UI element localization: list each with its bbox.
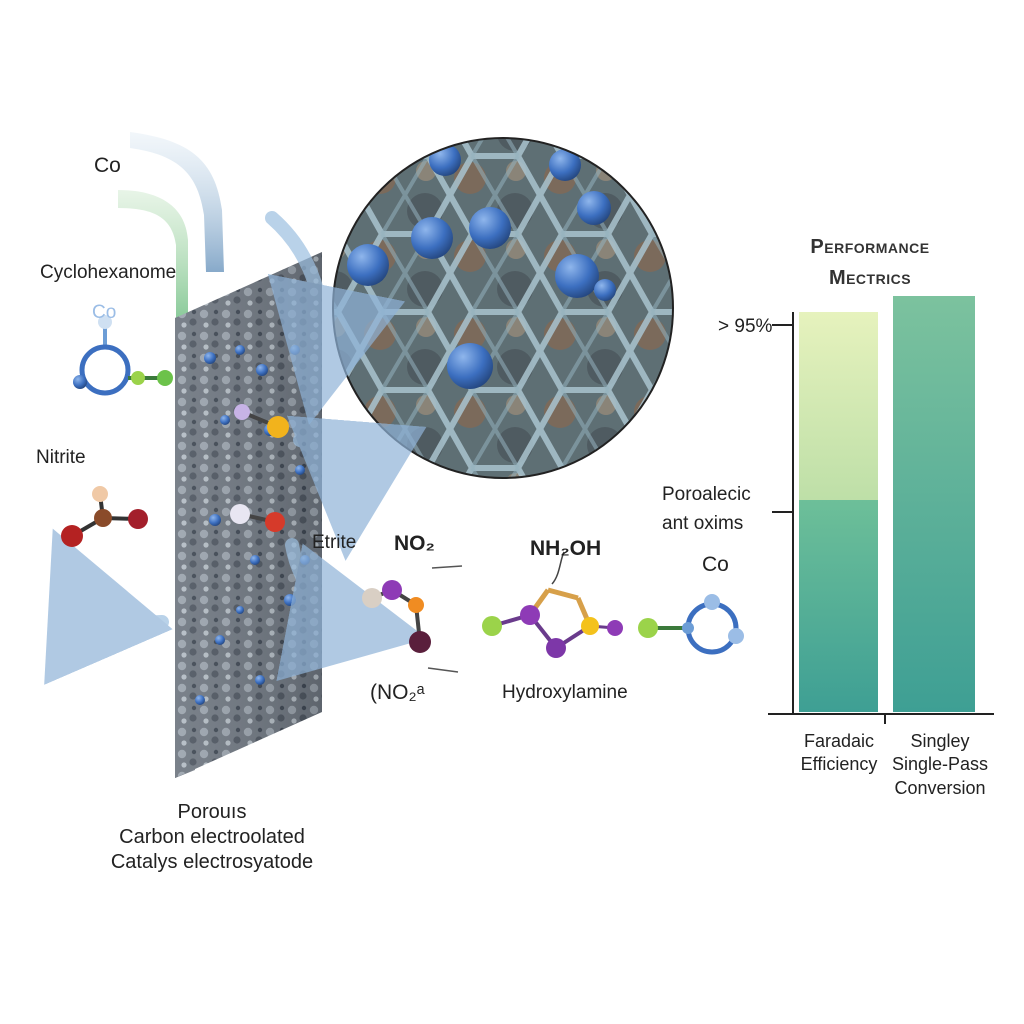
category-single-pass-line-3: Conversion xyxy=(894,777,986,798)
label-co-top: Co xyxy=(94,154,121,177)
chart-title: Performance Mectrics xyxy=(780,232,960,294)
oxime-product-molecule xyxy=(638,594,744,655)
chart-title-line-2: Mectrics xyxy=(828,267,912,289)
caption-line-2: Carbon electroolated xyxy=(119,826,305,848)
nitrite-molecule-left xyxy=(61,486,148,547)
arrow-lower xyxy=(276,538,428,681)
arrow-left-curve xyxy=(44,528,173,685)
cyclohexanone-molecule xyxy=(73,315,173,396)
bar-single-pass-conversion xyxy=(893,296,975,712)
label-cyclohexanone: Cyclohexanome xyxy=(40,262,177,283)
label-no2-top: NO₂ xyxy=(394,532,435,555)
category-faradaic-line-2: Efficiency xyxy=(800,754,878,775)
category-single-pass-line-1: Singley xyxy=(910,731,970,751)
category-label-single-pass: Singley Single-Pass Conversion xyxy=(890,730,990,800)
surface-molecule-lower xyxy=(230,504,285,532)
tick-label-95: > 95% xyxy=(718,316,773,337)
label-nh2oh: NH₂OH xyxy=(530,537,602,560)
tick-label-ant-oxims: ant oxims xyxy=(662,513,744,534)
arrow-right-curve xyxy=(286,415,427,561)
chart-bars xyxy=(799,296,975,712)
caption-line-3: Catalys electrosyatode xyxy=(110,851,314,873)
blue-flow-ribbon xyxy=(130,132,224,272)
chart-title-line-1: Performance xyxy=(810,236,930,258)
hydroxylamine-molecule xyxy=(482,587,623,658)
category-label-faradaic: Faradaic Efficiency xyxy=(796,730,882,777)
label-etrite: Etrite xyxy=(312,532,357,553)
category-faradaic-line-1: Faradaic xyxy=(803,731,875,751)
porous-electrode-caption: Porouıs Carbon electroolated Catalys ele… xyxy=(82,800,342,875)
green-flow-ribbon xyxy=(118,190,188,320)
bar-faradaic-efficiency-lower xyxy=(799,500,878,712)
tick-label-poroalecic: Poroalecic xyxy=(662,484,751,505)
label-no2-bottom: (NO₂ᵃ xyxy=(370,681,425,704)
arrow-upper xyxy=(265,211,406,425)
nitrite-intermediate-molecule xyxy=(362,580,431,653)
label-co-right: Co xyxy=(702,553,729,576)
category-single-pass-line-2: Single-Pass xyxy=(891,754,989,775)
label-hydroxylamine: Hydroxylamine xyxy=(502,682,628,703)
label-nitrite-left: Nitrite xyxy=(36,447,86,468)
surface-molecule-upper xyxy=(234,404,289,438)
caption-line-1: Porouıs xyxy=(177,801,247,823)
label-co-small-left: Co xyxy=(92,302,117,323)
